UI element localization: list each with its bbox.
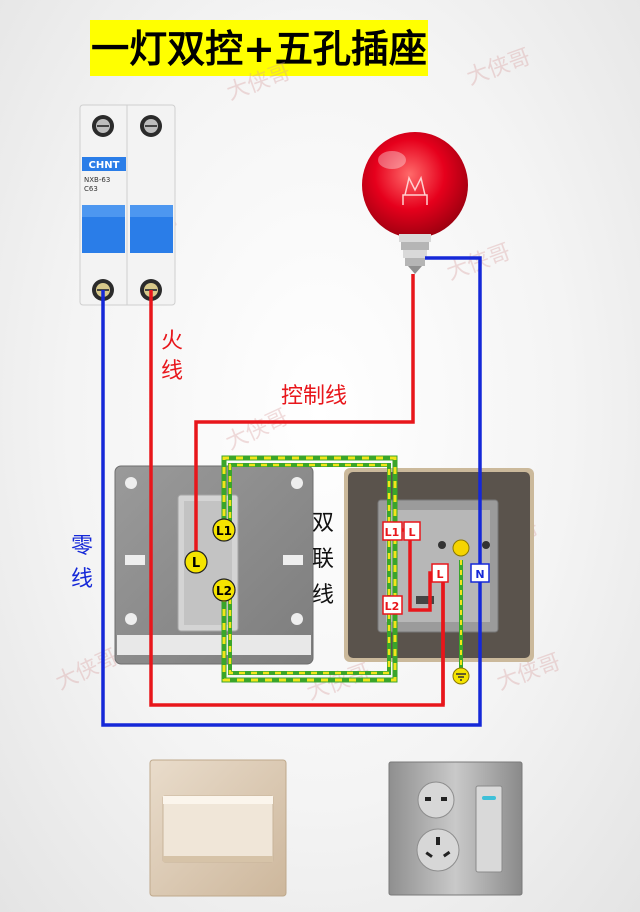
brand-label: [82, 157, 126, 171]
terminal-box-l: [403, 521, 421, 541]
socket-terminals: L1 L L2 L N: [382, 521, 490, 615]
terminal-label: N: [475, 568, 484, 581]
label-dual-1: 双: [312, 511, 334, 536]
terminal-box-l2: [382, 595, 403, 615]
terminal-box-l1: [382, 521, 403, 541]
label-dual-2: 联: [312, 547, 334, 572]
switch-back-plate: [114, 465, 314, 665]
label-neutral-1: 零: [71, 534, 93, 559]
label-live-1: 火: [161, 329, 183, 354]
dual-link-wires: [221, 455, 398, 683]
terminal-label: L2: [385, 600, 400, 613]
terminal-label: L: [408, 526, 415, 539]
light-bulb-icon: [362, 132, 468, 274]
watermark-text: 大侠哥: [222, 405, 292, 456]
page-title: 一灯双控+五孔插座: [91, 27, 427, 71]
label-control-wire: 控制线: [281, 384, 347, 409]
terminal-switch-l1: [212, 518, 236, 542]
terminal-label: L: [192, 556, 200, 571]
terminal-socket-n: [470, 563, 490, 583]
label-live-2: 线: [161, 359, 183, 384]
terminal-label: L1: [385, 526, 400, 539]
earth-terminal: [452, 539, 470, 557]
breaker-rating: C63: [84, 185, 98, 193]
watermark-text: 大侠哥: [304, 660, 375, 706]
breaker-brand: CHNT: [89, 160, 120, 171]
earth-icon: [452, 667, 470, 685]
live-wire: [149, 274, 445, 707]
terminal-switch-common: [184, 550, 208, 574]
watermark-text: 大侠哥: [52, 645, 122, 696]
switch-front-photo: [149, 759, 287, 897]
label-dual-3: 线: [312, 583, 334, 608]
terminal-switch-l2: [212, 578, 236, 602]
label-neutral-2: 线: [71, 567, 93, 592]
title-background: [90, 20, 428, 76]
circuit-breaker: CHNT NXB-63 C63: [79, 104, 176, 306]
terminal-label: L1: [216, 524, 232, 538]
terminal-socket-l: [431, 563, 449, 583]
terminal-label: L2: [216, 584, 232, 598]
socket-front-photo: [388, 761, 523, 896]
neutral-wire: [101, 256, 482, 727]
indicator-light-icon: [482, 796, 496, 800]
breaker-model: NXB-63: [84, 176, 110, 184]
terminal-label: L: [436, 568, 443, 581]
switch-terminals: L L1 L2: [184, 518, 236, 602]
socket-switch-toggle[interactable]: [475, 785, 503, 873]
earth-wire: [452, 539, 470, 685]
watermark-text: 大侠哥: [464, 45, 535, 91]
